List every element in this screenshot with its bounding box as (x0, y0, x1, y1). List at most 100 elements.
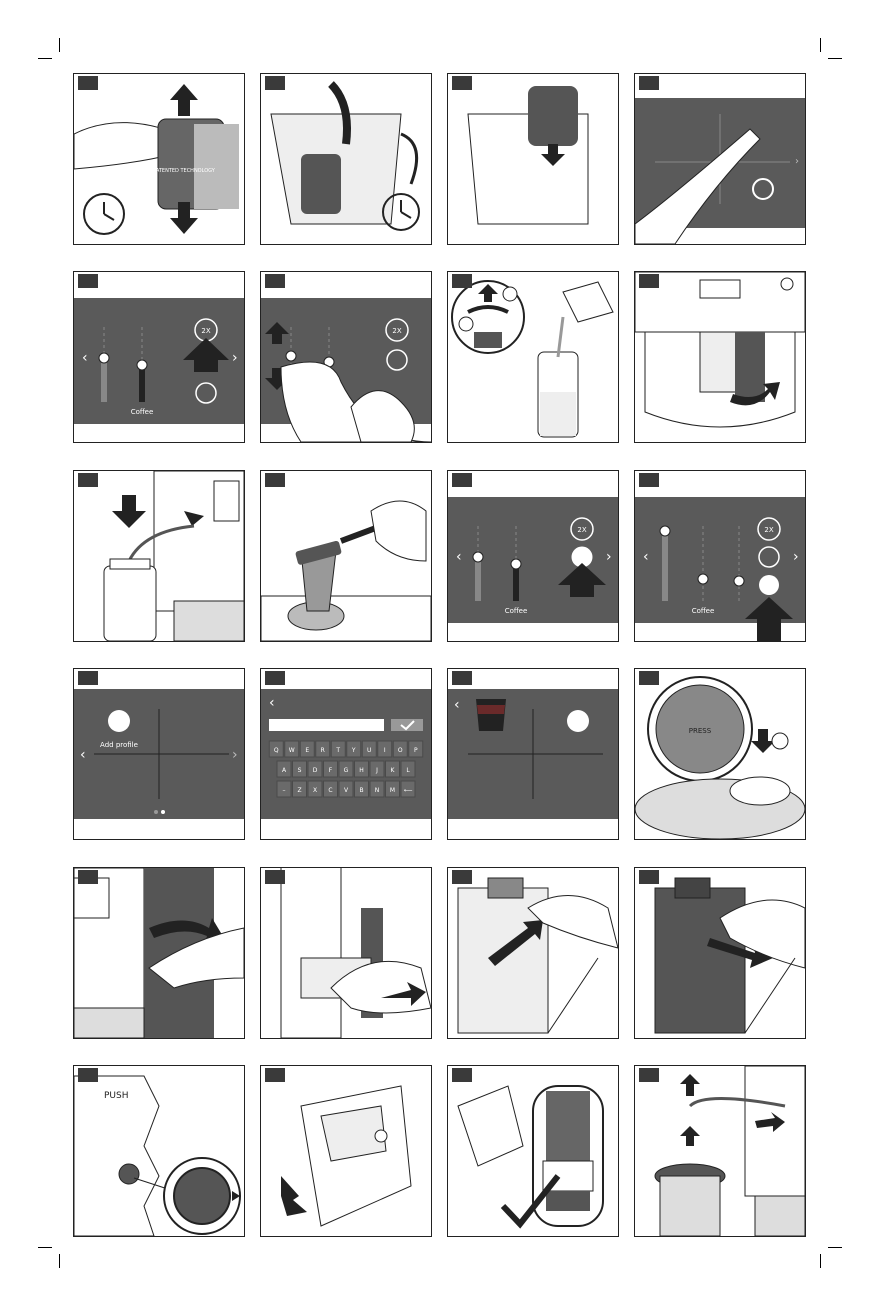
step-number (78, 473, 98, 487)
keyboard-key-label: ⟵ (404, 787, 413, 794)
step-17-panel (73, 867, 245, 1039)
double-badge: 2X (392, 327, 401, 335)
crop-mark (59, 1254, 60, 1268)
step-8-panel (634, 271, 806, 443)
step-13-panel: Add profile ‹ › (73, 668, 245, 840)
svg-text:›: › (795, 156, 799, 167)
filter-label: PATENTED TECHNOLOGY (153, 168, 216, 174)
step-number (265, 870, 285, 884)
soak-filter-illustration (261, 74, 431, 244)
water-tank-illustration (448, 74, 618, 244)
push-label: PUSH (104, 1091, 129, 1101)
service-door-illustration (74, 868, 244, 1038)
filter-illustration: PATENTED TECHNOLOGY (74, 74, 244, 244)
step-number (265, 76, 285, 90)
milk-jug-illustration (448, 272, 618, 442)
step-number (78, 76, 98, 90)
keyboard-key-label: W (289, 747, 295, 754)
step-number (265, 1068, 285, 1082)
step-21-panel: PUSH (73, 1065, 245, 1237)
svg-text:›: › (232, 350, 238, 366)
step-23-panel (447, 1065, 619, 1237)
crop-mark (38, 1247, 52, 1248)
step-11-panel: Coffee 2X ‹ › (447, 470, 619, 642)
crop-mark (59, 38, 60, 52)
step-9-panel (73, 470, 245, 642)
step-5-panel: Coffee 2X ‹ › (73, 271, 245, 443)
keyboard-key-label: – (283, 787, 286, 794)
step-18-panel (260, 867, 432, 1039)
keyboard-key-label: P (414, 747, 418, 754)
coffee-label: Coffee (505, 607, 528, 615)
adjust-strength-illustration: 2X (261, 272, 431, 442)
crop-mark (38, 58, 52, 59)
keyboard-key-label: H (359, 767, 364, 774)
keyboard-key-label: E (305, 747, 309, 754)
step-number (78, 274, 98, 288)
svg-text:‹: ‹ (643, 549, 649, 565)
step-number (78, 870, 98, 884)
crop-mark (828, 58, 842, 59)
keyboard-key-label: X (313, 787, 317, 794)
step-number (639, 671, 659, 685)
keyboard-key-label: R (321, 747, 325, 754)
svg-text:‹: ‹ (82, 350, 88, 366)
step-number (78, 1068, 98, 1082)
keyboard-key-label: Q (274, 747, 279, 754)
strength-settings-illustration: Coffee 2X ‹ › (74, 272, 244, 442)
step-number (452, 1068, 472, 1082)
step-3-panel (447, 73, 619, 245)
step-10-panel (260, 470, 432, 642)
step-2-panel (260, 73, 432, 245)
step-24-panel (634, 1065, 806, 1237)
step-number (452, 870, 472, 884)
drip-tray-remove-illustration (261, 868, 431, 1038)
step-number (452, 473, 472, 487)
step-7-panel (447, 271, 619, 443)
brew-group-check-illustration (448, 1066, 618, 1236)
step-number (78, 671, 98, 685)
step-number (639, 274, 659, 288)
profile-select-illustration: Coffee 2X ‹ › (635, 471, 805, 641)
keyboard-key-label: U (367, 747, 371, 754)
keyboard-key-label: I (384, 747, 386, 754)
svg-text:‹: ‹ (269, 695, 275, 711)
brew-group-press-illustration (448, 868, 618, 1038)
step-number (265, 671, 285, 685)
step-4-panel: › (634, 73, 806, 245)
ground-coffee-select-illustration: Coffee 2X ‹ › (448, 471, 618, 641)
keyboard-key-label: T (335, 747, 340, 754)
step-number (452, 76, 472, 90)
keyboard-key-label: Z (297, 787, 301, 794)
grinder-knob-illustration: PRESS (635, 669, 805, 839)
double-badge: 2X (764, 526, 773, 534)
coffee-label: Coffee (131, 408, 154, 416)
step-22-panel (260, 1065, 432, 1237)
keyboard-key-label: D (313, 767, 318, 774)
step-number (639, 76, 659, 90)
step-number (639, 473, 659, 487)
crop-mark (828, 1247, 842, 1248)
keyboard-key-label: M (390, 787, 395, 794)
crop-mark (820, 1254, 821, 1268)
svg-text:›: › (793, 549, 799, 565)
brew-group-lever-illustration (261, 1066, 431, 1236)
scoop-illustration (261, 471, 431, 641)
step-number (265, 473, 285, 487)
milk-carafe-connect-illustration (74, 471, 244, 641)
step-16-panel: PRESS (634, 668, 806, 840)
step-20-panel (634, 867, 806, 1039)
step-15-panel: ‹ (447, 668, 619, 840)
add-profile-illustration: Add profile ‹ › (74, 669, 244, 839)
keyboard-key-label: O (398, 747, 403, 754)
milk-carafe-clean-illustration (635, 1066, 805, 1236)
svg-text:›: › (606, 549, 612, 565)
step-number (639, 870, 659, 884)
svg-text:‹: ‹ (456, 549, 462, 565)
profile-drinks-illustration: ‹ (448, 669, 618, 839)
keyboard-key-label: S (298, 767, 302, 774)
step-19-panel (447, 867, 619, 1039)
keyboard-key-label: B (359, 787, 363, 794)
